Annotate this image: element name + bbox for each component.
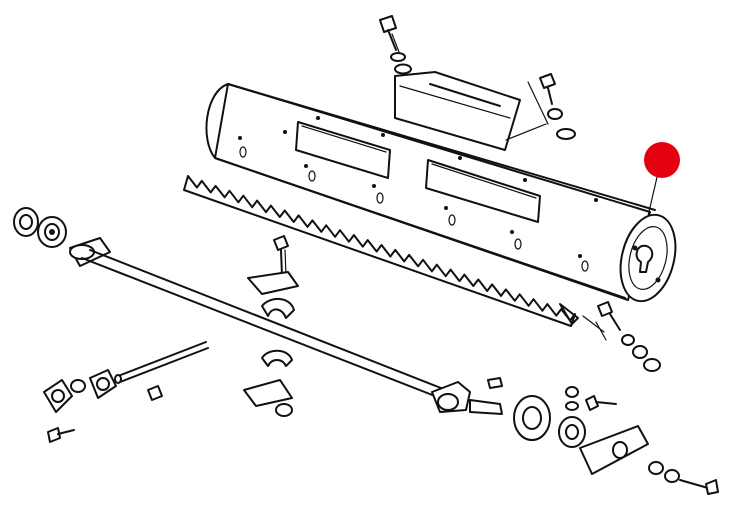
serrated-blade (183, 175, 661, 372)
main-shaft (69, 237, 503, 415)
left-bearings (13, 207, 67, 248)
lower-left-hardware (43, 369, 163, 443)
lower-right-assembly (487, 377, 719, 495)
drum-cylinder (205, 83, 677, 303)
callout-marker (644, 142, 680, 217)
center-clamps (243, 235, 299, 417)
drum-holes (238, 116, 598, 272)
top-bracket-assembly (379, 15, 576, 151)
small-rod (114, 341, 209, 384)
red-dot-marker (644, 142, 680, 178)
